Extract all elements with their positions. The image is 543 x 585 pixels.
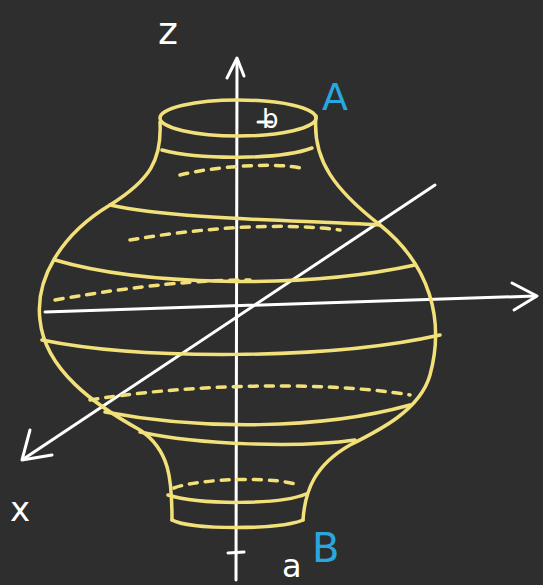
z-arrowhead [227, 58, 244, 78]
radius-label: b [262, 106, 279, 132]
band-3 [55, 260, 415, 281]
axis-label: z [158, 12, 178, 50]
radius-label: a [282, 550, 302, 582]
left-profile [39, 122, 172, 520]
x-axis [25, 185, 435, 458]
point-label: B [312, 528, 339, 568]
band-1-back [180, 165, 300, 175]
axis-label: x [10, 492, 30, 526]
band-2 [110, 205, 380, 225]
band-5-back [90, 386, 410, 400]
point-label: A [322, 78, 348, 116]
band-6 [140, 432, 355, 444]
bottom-band-back [174, 479, 300, 488]
band-3-back [55, 280, 250, 300]
a-tick [228, 552, 244, 553]
band-5 [105, 405, 410, 425]
bottom-rim-front [172, 520, 303, 528]
axes [22, 58, 537, 580]
right-profile [303, 116, 436, 520]
x-arrowhead [22, 430, 52, 460]
band-4 [42, 335, 440, 354]
vase-outline [39, 100, 440, 528]
band-1 [162, 148, 312, 157]
band-2-back [130, 226, 340, 240]
y-axis [45, 296, 535, 312]
y-arrowhead [512, 283, 537, 310]
top-rim [160, 100, 316, 136]
bottom-band-front [168, 494, 306, 502]
